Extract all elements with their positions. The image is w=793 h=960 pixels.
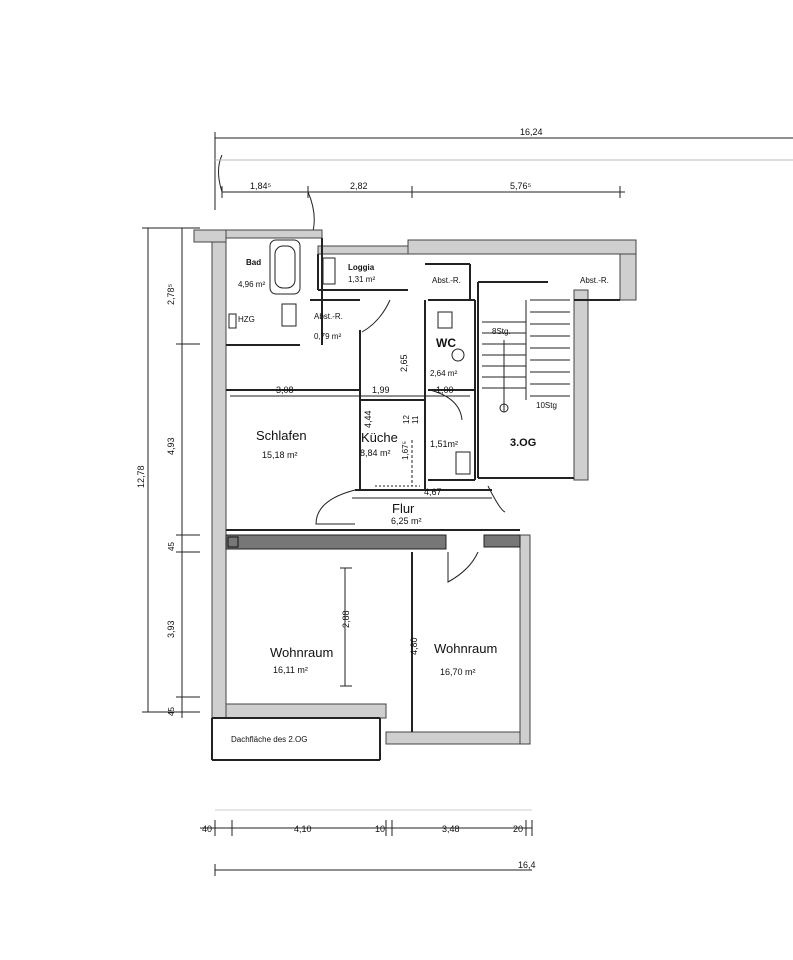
dim-bottom-d: 3,48 (442, 824, 460, 834)
dim-left-b: 4,93 (166, 437, 176, 455)
interior-walls (211, 238, 620, 761)
dim-bottom-c: 10 (375, 824, 385, 834)
dim-schlafen-w: 3,08 (276, 385, 294, 395)
dim-top-c: 5,76⁵ (510, 181, 532, 191)
dim-top-a: 1,84⁵ (250, 181, 272, 191)
area-bad: 4,96 m² (238, 280, 265, 289)
label-wohnraum-right: Wohnraum (434, 641, 497, 656)
dim-bottom-e: 20 (513, 824, 523, 834)
label-bad: Bad (246, 258, 261, 267)
dim-wohn-h-right: 4,80 (409, 637, 419, 655)
label-schlafen: Schlafen (256, 428, 307, 443)
label-abst-small: Abst.-R. (314, 312, 343, 321)
dim-left-d: 3,93 (166, 620, 176, 638)
dim-kueche-h: 4,44 (363, 410, 373, 428)
fixtures (228, 239, 471, 487)
exterior-walls (193, 229, 637, 745)
dim-wc-w: 1,00 (436, 385, 454, 395)
area-wohnraum-right: 16,70 m² (440, 667, 476, 677)
stair-steps (482, 299, 570, 413)
dim-kueche-w: 1,99 (372, 385, 390, 395)
dim-kueche-12: 12 (402, 415, 411, 424)
label-wc: WC (436, 336, 456, 350)
dim-left-c: 45 (167, 542, 176, 551)
dim-bottom-b: 4,10 (294, 824, 312, 834)
area-schlafen: 15,18 m² (262, 450, 298, 460)
dim-top-b: 2,82 (350, 181, 368, 191)
doors (315, 299, 506, 583)
label-wohnraum-left: Wohnraum (270, 645, 333, 660)
label-stair-top: 8Stg. (492, 327, 511, 336)
dim-left-a: 2,78⁵ (166, 283, 176, 305)
label-dachflaeche: Dachfläche des 2.OG (231, 735, 307, 744)
area-vorraum: 1,51m² (430, 439, 458, 449)
label-flur: Flur (392, 501, 415, 516)
area-loggia: 1,31 m² (348, 275, 375, 284)
area-wohnraum-left: 16,11 m² (273, 665, 308, 675)
dim-kueche-11: 11 (411, 415, 420, 424)
interior-dimension-lines (230, 395, 492, 687)
dim-bottom-a: 40 (202, 824, 212, 834)
area-abst-small: 0,79 m² (314, 332, 341, 341)
area-wc: 2,64 m² (430, 369, 457, 378)
area-flur: 6,25 m² (391, 516, 422, 526)
label-hzg: HZG (238, 315, 255, 324)
structural-wall (225, 534, 521, 550)
dim-left-e: 45 (167, 707, 176, 716)
label-kueche: Küche (361, 430, 398, 445)
dim-wc-h: 2,65 (399, 354, 409, 372)
dim-top-total: 16,24 (520, 127, 543, 137)
label-stair-floor: 3.OG (510, 437, 536, 449)
left-dimension-lines (142, 227, 200, 718)
label-stair-bottom: 10Stg (536, 401, 557, 410)
dim-left-total: 12,78 (136, 465, 146, 488)
bottom-dimension-lines (200, 809, 533, 876)
label-abst-left: Abst.-R. (432, 276, 461, 285)
label-abst-right: Abst.-R. (580, 276, 609, 285)
dim-flur-w: 4,67 (424, 487, 442, 497)
dim-kueche-167: 1,67⁵ (401, 441, 410, 460)
dim-bottom-total: 16,4 (518, 860, 536, 870)
dim-wohn-h-left: 2,88 (341, 610, 351, 628)
area-kueche: 8,84 m² (360, 448, 391, 458)
top-dimension-lines (214, 132, 793, 236)
label-loggia: Loggia (348, 263, 375, 272)
